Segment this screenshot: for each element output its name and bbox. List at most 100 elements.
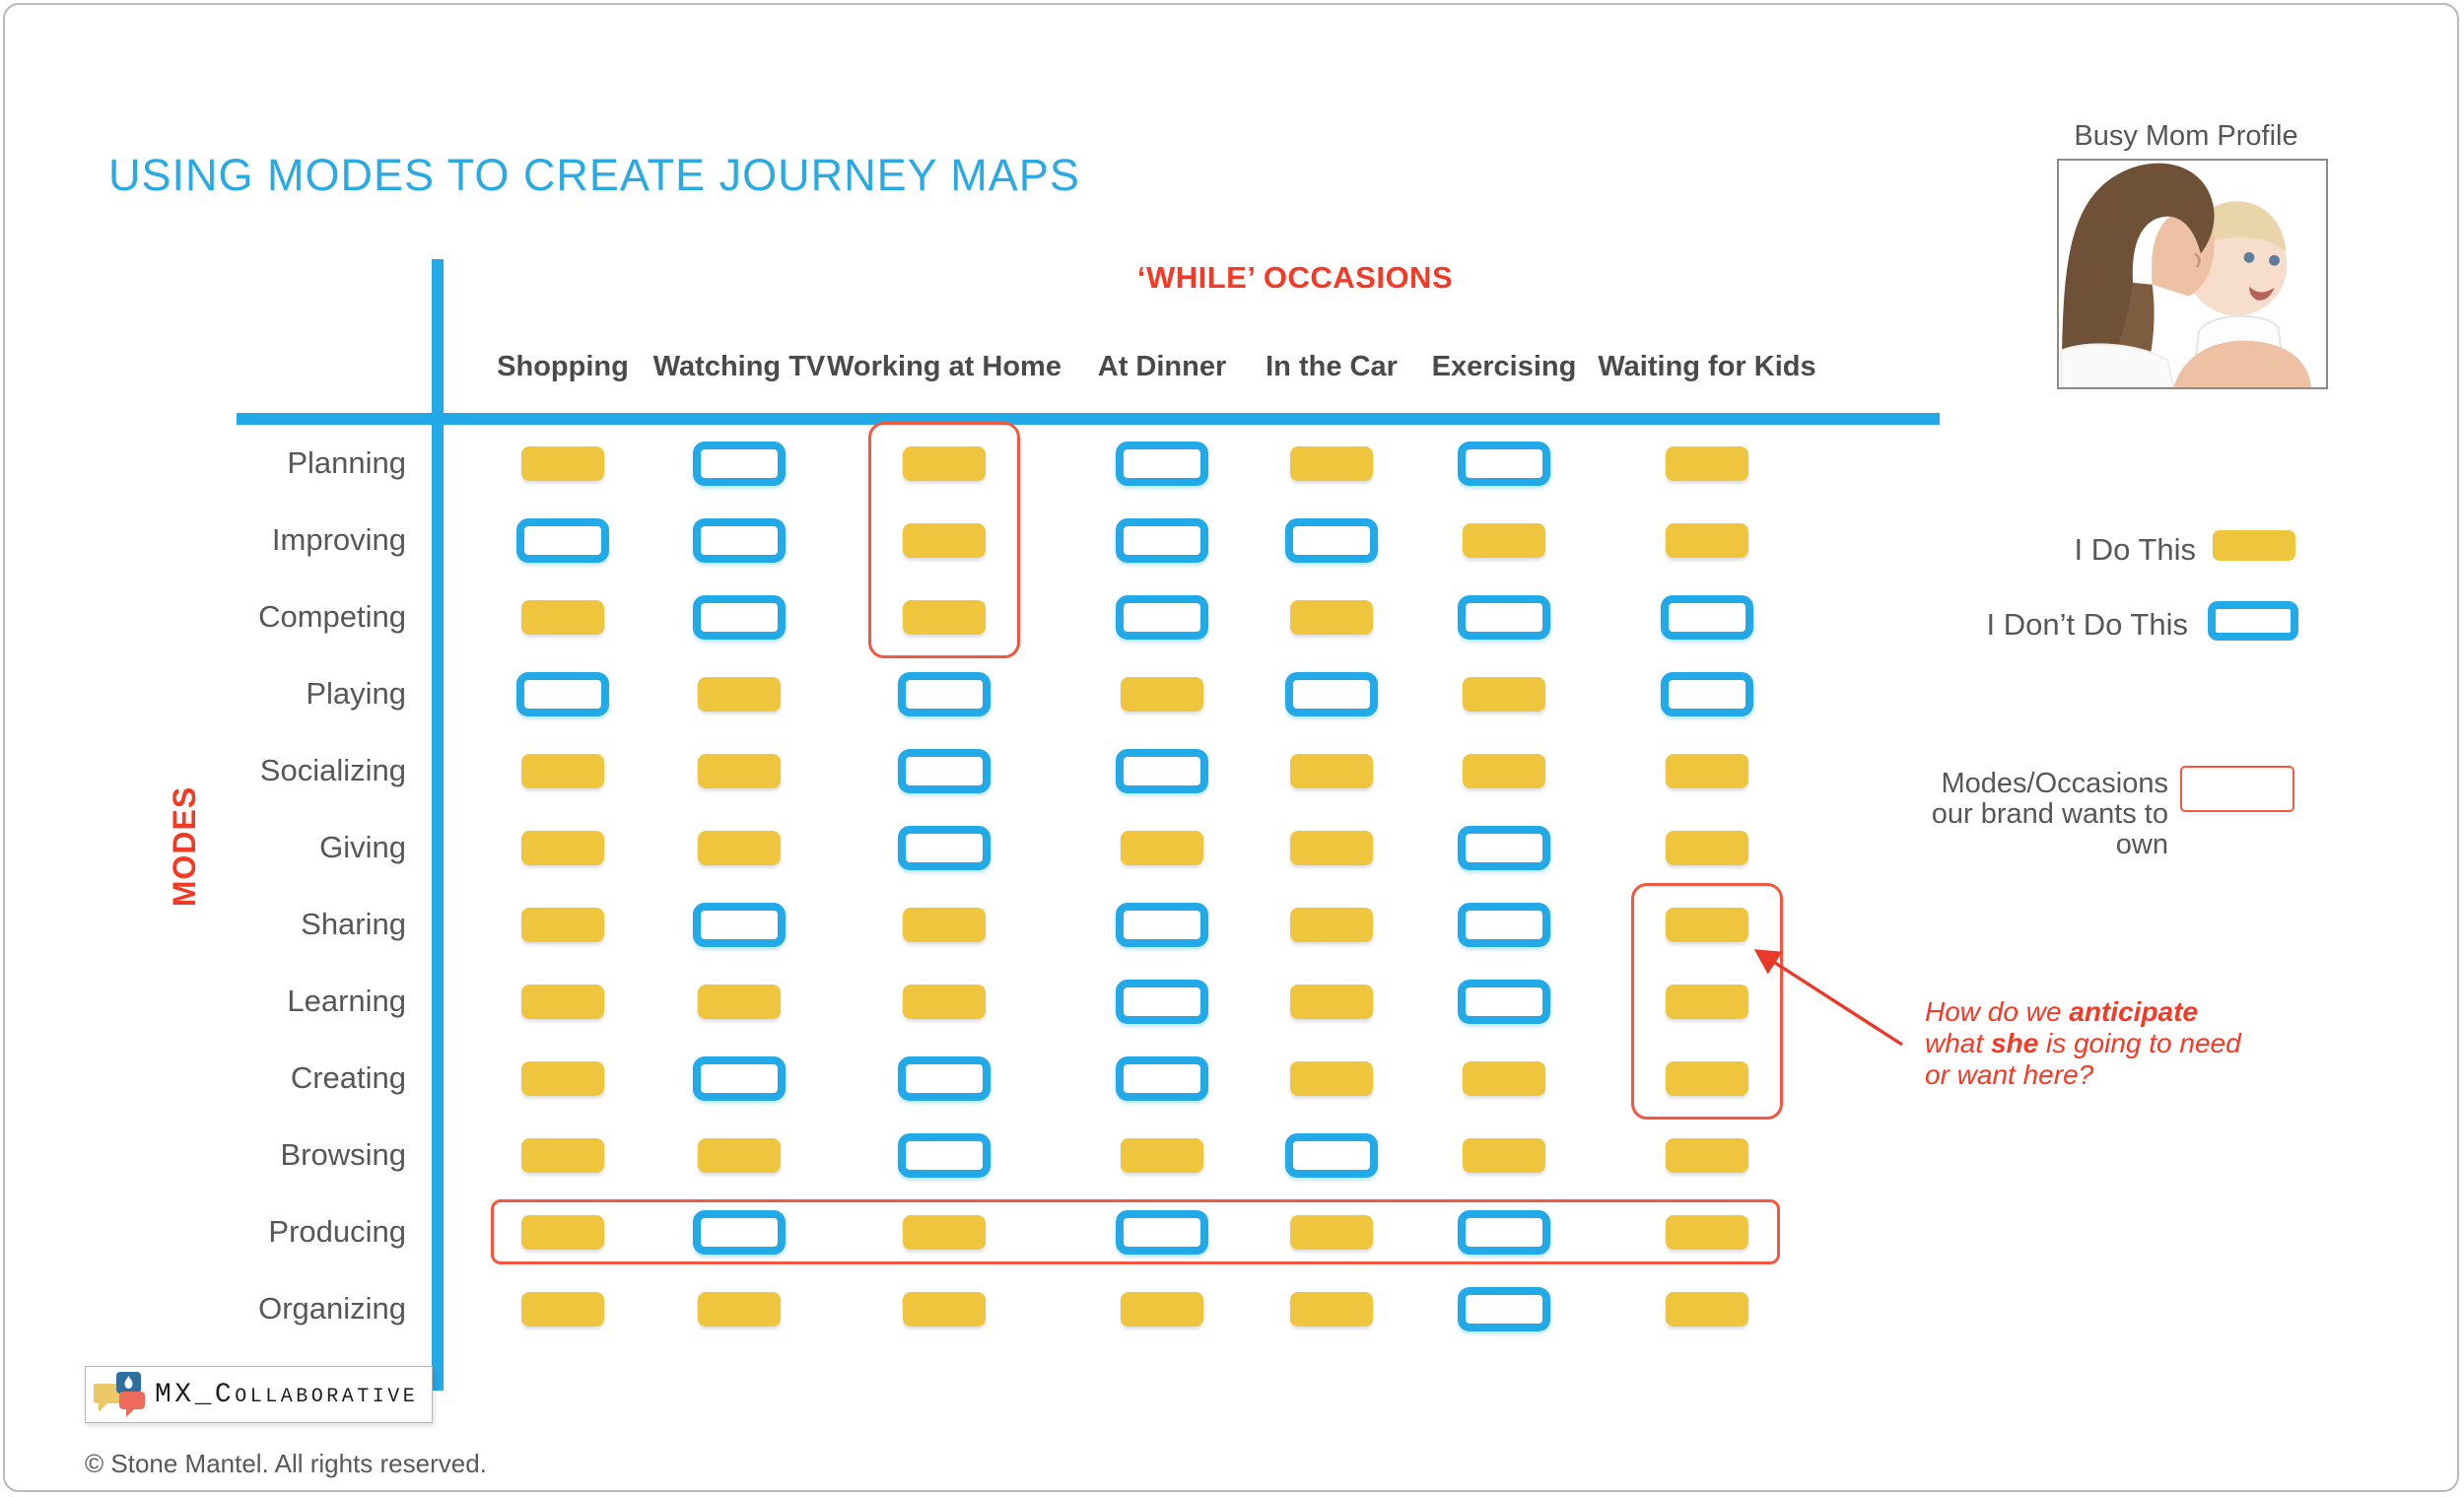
cell-sharing-waiting-for-kids	[1666, 908, 1748, 942]
cell-creating-shopping	[521, 1061, 604, 1096]
legend-do-label: I Do This	[2074, 532, 2196, 567]
row-label-producing: Producing	[268, 1214, 406, 1249]
cell-organizing-working-at-home	[903, 1292, 986, 1327]
cell-organizing-at-dinner	[1121, 1292, 1203, 1327]
cell-sharing-shopping	[521, 908, 604, 942]
cell-playing-exercising	[1463, 677, 1545, 712]
cell-sharing-exercising	[1458, 903, 1550, 947]
row-label-browsing: Browsing	[280, 1137, 407, 1172]
page-title: USING MODES TO CREATE JOURNEY MAPS	[108, 150, 1080, 200]
cell-improving-at-dinner	[1116, 518, 1208, 563]
cell-planning-exercising	[1458, 442, 1550, 486]
cell-organizing-in-the-car	[1290, 1292, 1373, 1327]
cell-giving-watching-tv	[698, 831, 781, 865]
cell-producing-watching-tv	[693, 1210, 786, 1255]
copyright-text: © Stone Mantel. All rights reserved.	[85, 1449, 487, 1478]
cell-competing-exercising	[1458, 595, 1550, 640]
cell-improving-in-the-car	[1285, 518, 1378, 563]
cell-improving-working-at-home	[903, 523, 986, 558]
cell-organizing-shopping	[521, 1292, 604, 1327]
cell-sharing-watching-tv	[693, 903, 786, 947]
cell-socializing-at-dinner	[1116, 749, 1208, 793]
row-label-creating: Creating	[290, 1060, 406, 1095]
row-label-sharing: Sharing	[301, 907, 406, 941]
cell-producing-shopping	[521, 1215, 604, 1250]
cell-playing-in-the-car	[1285, 672, 1378, 716]
cell-browsing-at-dinner	[1121, 1138, 1203, 1173]
cell-learning-exercising	[1458, 980, 1550, 1024]
cell-creating-watching-tv	[693, 1056, 786, 1101]
cell-creating-working-at-home	[898, 1056, 991, 1101]
mx-collaborative-logo-icon	[94, 1372, 145, 1417]
occasions-axis-line	[237, 413, 1940, 425]
annotation-line2: what	[1925, 1028, 1991, 1058]
i-dont-do-this-swatch	[2208, 601, 2298, 641]
busy-mom-photo	[2057, 159, 2328, 389]
cell-giving-working-at-home	[898, 826, 991, 870]
cell-improving-shopping	[516, 518, 609, 563]
row-label-learning: Learning	[287, 984, 406, 1018]
cell-planning-at-dinner	[1116, 442, 1208, 486]
modes-axis-line	[432, 259, 444, 1391]
col-header-shopping: Shopping	[497, 351, 629, 382]
cell-planning-waiting-for-kids	[1666, 446, 1748, 481]
col-header-waiting-for-kids: Waiting for Kids	[1598, 351, 1816, 382]
row-label-playing: Playing	[306, 676, 406, 711]
cell-browsing-in-the-car	[1285, 1133, 1378, 1178]
row-label-giving: Giving	[319, 830, 406, 864]
x-axis-title: ‘WHILE’ OCCASIONS	[1136, 260, 1454, 295]
cell-playing-watching-tv	[698, 677, 781, 712]
cell-giving-in-the-car	[1290, 831, 1373, 865]
cell-socializing-shopping	[521, 754, 604, 788]
cell-socializing-working-at-home	[898, 749, 991, 793]
cell-producing-in-the-car	[1290, 1215, 1373, 1250]
producing-row-focus	[491, 1199, 1780, 1264]
cell-learning-working-at-home	[903, 985, 986, 1019]
cell-giving-waiting-for-kids	[1666, 831, 1748, 865]
cell-browsing-waiting-for-kids	[1666, 1138, 1748, 1173]
col-header-exercising: Exercising	[1431, 351, 1577, 382]
cell-planning-in-the-car	[1290, 446, 1373, 481]
cell-browsing-shopping	[521, 1138, 604, 1173]
cell-planning-shopping	[521, 446, 604, 481]
cell-sharing-working-at-home	[903, 908, 986, 942]
cell-competing-waiting-for-kids	[1661, 595, 1753, 640]
cell-competing-watching-tv	[693, 595, 786, 640]
cell-browsing-exercising	[1463, 1138, 1545, 1173]
cell-producing-at-dinner	[1116, 1210, 1208, 1255]
cell-giving-shopping	[521, 831, 604, 865]
cell-socializing-in-the-car	[1290, 754, 1373, 788]
cell-browsing-working-at-home	[898, 1133, 991, 1178]
cell-giving-exercising	[1458, 826, 1550, 870]
cell-playing-waiting-for-kids	[1661, 672, 1753, 716]
cell-competing-shopping	[521, 600, 604, 635]
row-label-competing: Competing	[258, 599, 406, 634]
row-label-socializing: Socializing	[259, 753, 406, 787]
brand-owns-swatch	[2180, 766, 2294, 812]
cell-creating-in-the-car	[1290, 1061, 1373, 1096]
cell-organizing-watching-tv	[698, 1292, 781, 1327]
cell-improving-waiting-for-kids	[1666, 523, 1748, 558]
logo-text: MX_Collaborative	[155, 1379, 419, 1410]
cell-organizing-waiting-for-kids	[1666, 1292, 1748, 1327]
annotation-line1: How do we	[1925, 996, 2070, 1027]
cell-learning-shopping	[521, 985, 604, 1019]
cell-playing-at-dinner	[1121, 677, 1203, 712]
col-header-in-the-car: In the Car	[1266, 351, 1398, 382]
cell-creating-waiting-for-kids	[1666, 1061, 1748, 1096]
cell-learning-at-dinner	[1116, 980, 1208, 1024]
profile-title: Busy Mom Profile	[2074, 120, 2298, 152]
i-do-this-swatch	[2213, 530, 2295, 561]
mx-collaborative-logo: MX_Collaborative	[85, 1366, 433, 1423]
mom-baby-illustration	[2059, 161, 2326, 387]
cell-competing-working-at-home	[903, 600, 986, 635]
row-label-organizing: Organizing	[258, 1291, 406, 1326]
col-header-working-at-home: Working at Home	[827, 351, 1061, 382]
cell-competing-in-the-car	[1290, 600, 1373, 635]
waiting-for-kids-focus	[1631, 883, 1783, 1120]
cell-producing-exercising	[1458, 1210, 1550, 1255]
cell-socializing-exercising	[1463, 754, 1545, 788]
cell-learning-watching-tv	[698, 985, 781, 1019]
cell-sharing-at-dinner	[1116, 903, 1208, 947]
cell-browsing-watching-tv	[698, 1138, 781, 1173]
